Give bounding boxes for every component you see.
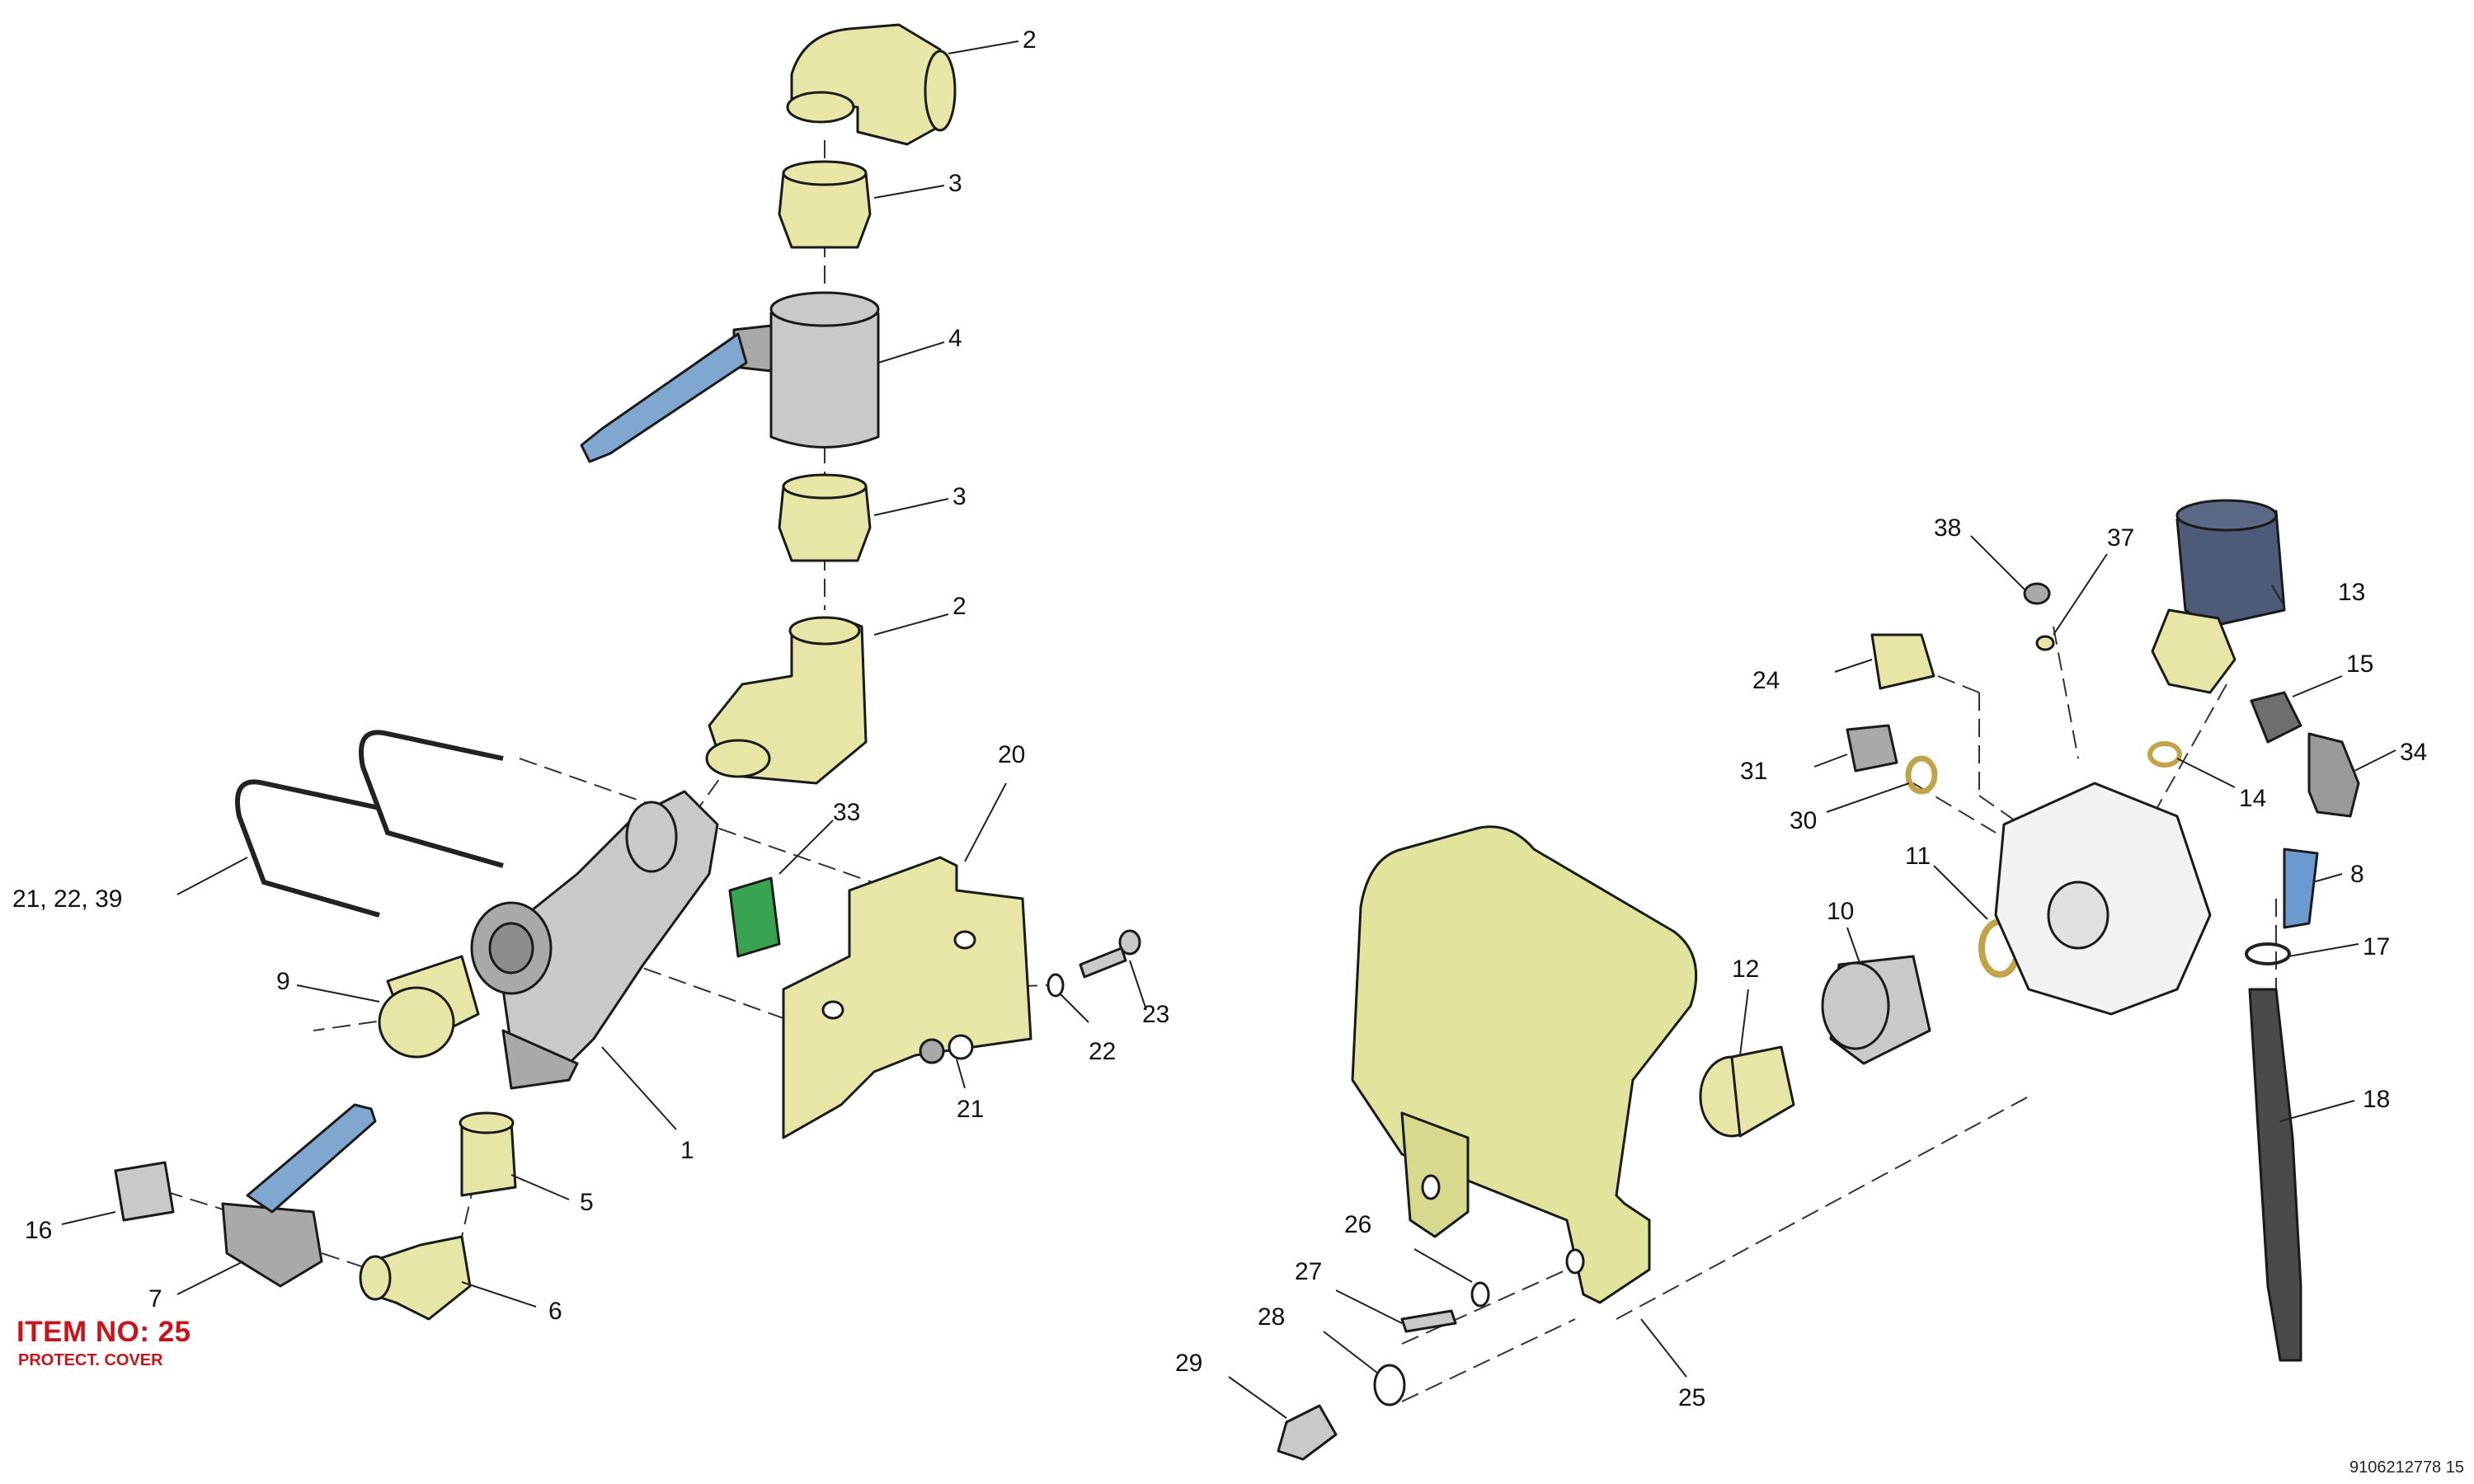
callout-33: 33: [833, 799, 860, 826]
part-oring-14: [2147, 741, 2182, 768]
callout-12: 12: [1732, 956, 1759, 983]
callout-20: 20: [998, 741, 1025, 768]
part-sleeve-15: [2250, 691, 2302, 744]
callout-7: 7: [148, 1285, 162, 1313]
part-nipple-5: [459, 1111, 517, 1197]
callout-14: 14: [2239, 785, 2266, 812]
callout-34: 34: [2400, 739, 2427, 766]
callout-31: 31: [1740, 758, 1767, 785]
part-ball-valve: [580, 291, 880, 463]
callout-18: 18: [2363, 1086, 2390, 1113]
part-fitting-31: [1846, 724, 1898, 773]
callout-3-bottom: 3: [952, 483, 967, 510]
callout-15: 15: [2346, 650, 2373, 678]
item-description-label: PROTECT. COVER: [18, 1351, 163, 1369]
callout-21-22-39: 21, 22, 39: [12, 885, 122, 913]
part-hose-18: [2248, 988, 2302, 1362]
part-bolt-29: [1277, 1404, 1338, 1461]
part-washer-28: [1373, 1364, 1406, 1407]
part-protective-cover: [1351, 825, 1698, 1304]
callout-11: 11: [1905, 843, 1931, 870]
callout-10: 10: [1827, 898, 1854, 925]
callout-28: 28: [1258, 1303, 1285, 1331]
part-fitting-24: [1870, 633, 1935, 690]
callout-26: 26: [1344, 1211, 1371, 1238]
callout-29: 29: [1175, 1350, 1202, 1377]
part-washer-26: [1470, 1281, 1490, 1308]
part-screw-38: [2023, 582, 2051, 605]
part-small-ball-valve: [221, 1103, 377, 1288]
callout-21: 21: [957, 1096, 984, 1123]
callout-3-top: 3: [948, 170, 962, 197]
part-washer-30: [1905, 755, 1938, 795]
callout-4: 4: [948, 325, 962, 352]
callout-25: 25: [1678, 1384, 1705, 1411]
part-elbow-34: [2307, 732, 2360, 818]
part-bolt-23: [1079, 929, 1141, 979]
part-fitting-9: [378, 955, 480, 1059]
part-elbow-top: [786, 23, 957, 146]
part-coupler-16: [114, 1161, 175, 1222]
callout-37: 37: [2107, 524, 2134, 552]
part-bushing-10: [1821, 955, 1931, 1065]
part-gasket-33: [728, 876, 781, 958]
callout-1: 1: [680, 1137, 694, 1164]
callout-13: 13: [2338, 579, 2365, 606]
part-nuts-21: [919, 1034, 974, 1064]
part-strainer-body: [470, 790, 719, 1090]
callout-24: 24: [1752, 667, 1780, 694]
callout-38: 38: [1934, 514, 1961, 542]
callout-23: 23: [1142, 1001, 1169, 1028]
callout-2-lower: 2: [952, 593, 967, 620]
callout-8: 8: [2350, 861, 2364, 888]
part-nipple-8: [2283, 848, 2319, 929]
assembly-center-lines: [164, 140, 2277, 1402]
callout-22: 22: [1089, 1038, 1116, 1065]
callout-17: 17: [2363, 933, 2390, 960]
part-bracket-plate: [782, 856, 1032, 1139]
part-elbow-6: [359, 1235, 472, 1321]
callout-16: 16: [25, 1217, 52, 1244]
part-u-bolts: [235, 730, 504, 918]
part-valve-13: [2151, 499, 2286, 694]
part-elbow-lower: [705, 616, 868, 785]
part-bolt-27: [1400, 1309, 1457, 1333]
part-nipple-top: [778, 160, 872, 249]
callout-5: 5: [580, 1189, 594, 1216]
part-fitting-12: [1699, 1045, 1795, 1138]
callout-labels: 2 3 4 3 2 20 33 21, 22, 39 9 23 22 21 1 …: [12, 26, 2427, 1411]
part-washer-37: [2035, 635, 2055, 651]
part-clamp-17: [2245, 942, 2291, 965]
callout-30: 30: [1790, 807, 1817, 834]
part-washer-22: [1047, 973, 1065, 998]
callout-9: 9: [276, 968, 290, 995]
callout-6: 6: [548, 1298, 562, 1325]
item-number-label: ITEM NO: 25: [16, 1316, 191, 1348]
part-nipple-bottom: [778, 473, 872, 562]
part-flange-plate: [1994, 782, 2212, 1016]
callout-2-top: 2: [1023, 26, 1037, 54]
callout-27: 27: [1295, 1258, 1322, 1285]
callout-leader-lines: [61, 40, 2396, 1419]
drawing-number: 9106212778 15: [2349, 1458, 2464, 1477]
